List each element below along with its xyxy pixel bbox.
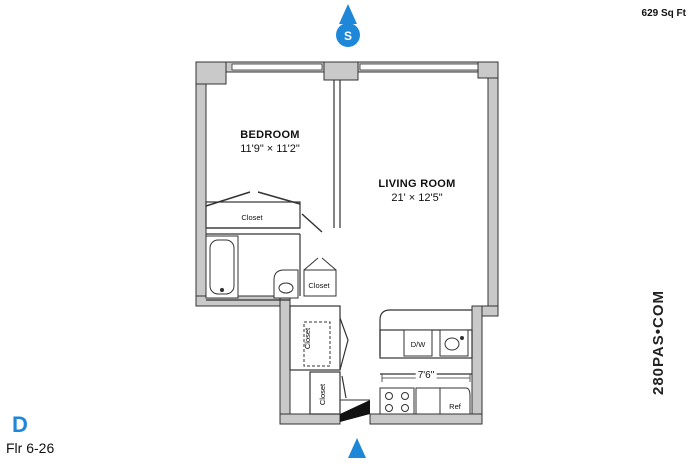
stove <box>379 387 415 415</box>
entry-arrow-icon <box>348 438 366 458</box>
refrigerator <box>415 387 471 415</box>
entry-closet-door <box>341 375 347 399</box>
bath-closet-label: Closet <box>308 281 330 290</box>
closet-doors <box>205 191 323 233</box>
outer-walls <box>195 61 499 425</box>
refrigerator-label: Ref <box>449 402 461 411</box>
compass-icon: S <box>336 4 360 47</box>
hall-closet-door <box>339 317 349 371</box>
living-room-dims: 21' × 12'5" <box>391 192 443 204</box>
bedroom-closet-label: Closet <box>241 213 263 222</box>
bathtub <box>205 235 239 299</box>
dishwasher-label: D/W <box>410 340 426 349</box>
unit-letter: D <box>12 412 28 437</box>
dishwasher <box>403 329 433 357</box>
column <box>323 61 359 81</box>
entry-closet-label: Closet <box>318 383 328 406</box>
kitchen-sink <box>439 329 469 357</box>
hall-closet-shelf <box>303 321 331 367</box>
corner-pier-right <box>477 61 499 79</box>
square-footage: 629 Sq Ft <box>641 8 686 19</box>
bath-closet <box>303 257 337 297</box>
entry-door <box>340 400 370 422</box>
hall-closet-label: Closet <box>303 327 313 350</box>
brand-watermark: 280PAS•COM <box>650 289 667 395</box>
kitchen-dim-label: 7'6" <box>415 370 437 381</box>
sink <box>273 269 299 299</box>
corner-pier <box>195 61 227 85</box>
bedroom-dims: 11'9" × 11'2" <box>240 143 300 155</box>
floor-label: Flr 6-26 <box>6 440 55 456</box>
bedroom-name: BEDROOM <box>240 129 300 141</box>
compass-letter: S <box>344 29 352 43</box>
living-room-name: LIVING ROOM <box>378 178 456 190</box>
